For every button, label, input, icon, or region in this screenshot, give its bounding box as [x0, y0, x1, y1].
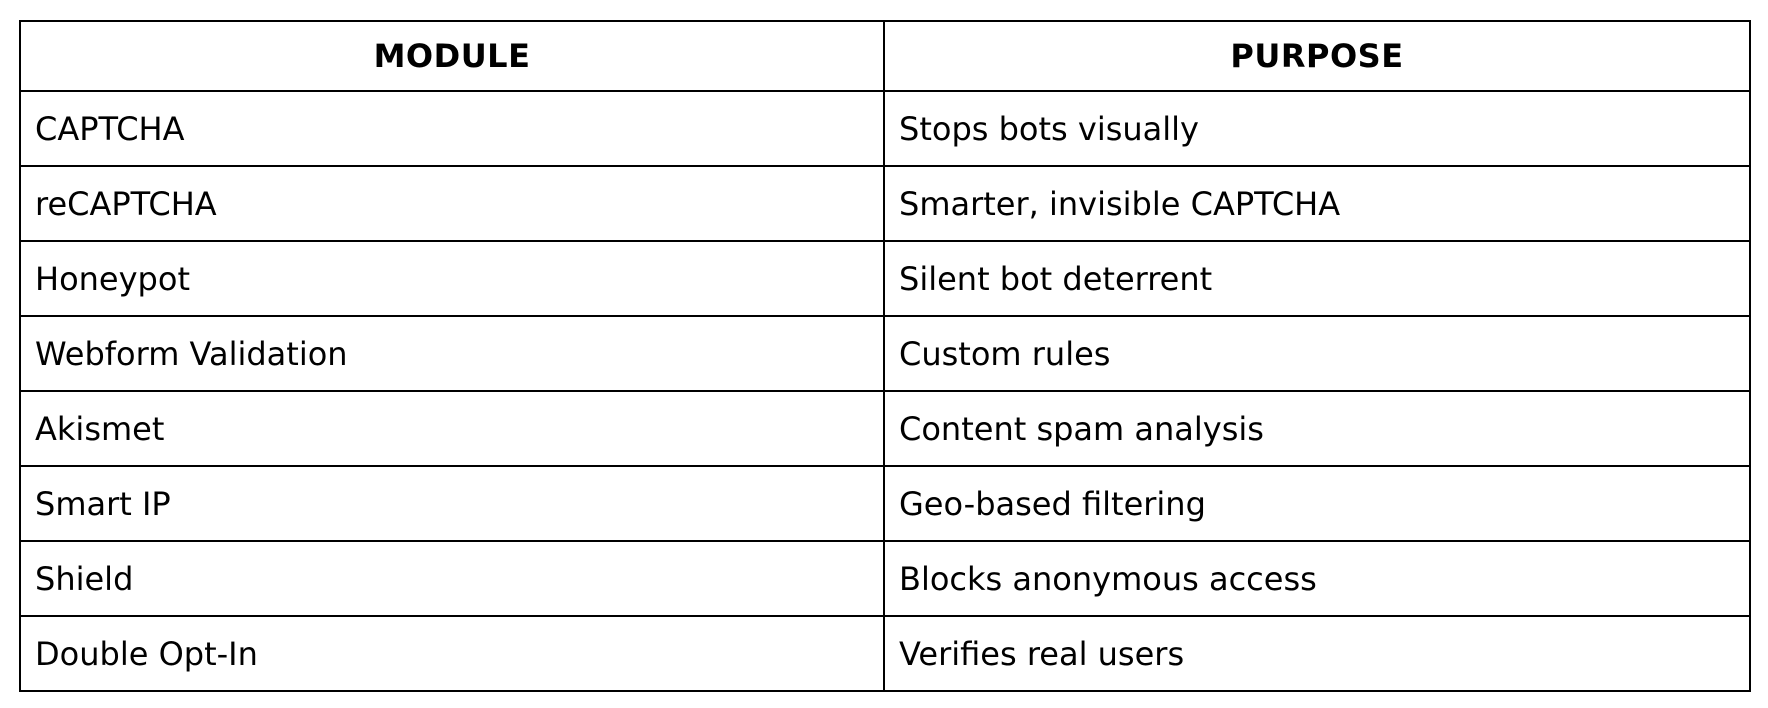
purpose-cell: Geo-based filtering [883, 465, 1751, 542]
module-cell: Webform Validation [19, 315, 885, 392]
purpose-cell: Stops bots visually [883, 90, 1751, 167]
purpose-cell: Content spam analysis [883, 390, 1751, 467]
module-cell: Shield [19, 540, 885, 617]
purpose-cell: Verifies real users [883, 615, 1751, 692]
purpose-cell: Silent bot deterrent [883, 240, 1751, 317]
spam-modules-table-container: MODULE PURPOSE CAPTCHA Stops bots visual… [19, 20, 1751, 692]
table-header: MODULE PURPOSE [19, 20, 1751, 92]
table-row: Honeypot Silent bot deterrent [19, 240, 1751, 317]
table-row: Double Opt-In Verifies real users [19, 615, 1751, 692]
purpose-cell: Custom rules [883, 315, 1751, 392]
spam-modules-table: MODULE PURPOSE CAPTCHA Stops bots visual… [19, 20, 1751, 692]
header-row: MODULE PURPOSE [19, 20, 1751, 92]
table-row: Webform Validation Custom rules [19, 315, 1751, 392]
table-row: Akismet Content spam analysis [19, 390, 1751, 467]
table-row: Shield Blocks anonymous access [19, 540, 1751, 617]
column-header-module: MODULE [19, 20, 885, 92]
module-cell: Akismet [19, 390, 885, 467]
module-cell: Honeypot [19, 240, 885, 317]
purpose-cell: Smarter, invisible CAPTCHA [883, 165, 1751, 242]
column-header-purpose: PURPOSE [883, 20, 1751, 92]
table-row: reCAPTCHA Smarter, invisible CAPTCHA [19, 165, 1751, 242]
table-row: Smart IP Geo-based filtering [19, 465, 1751, 542]
module-cell: CAPTCHA [19, 90, 885, 167]
module-cell: reCAPTCHA [19, 165, 885, 242]
module-cell: Smart IP [19, 465, 885, 542]
table-row: CAPTCHA Stops bots visually [19, 90, 1751, 167]
purpose-cell: Blocks anonymous access [883, 540, 1751, 617]
table-body: CAPTCHA Stops bots visually reCAPTCHA Sm… [19, 90, 1751, 692]
module-cell: Double Opt-In [19, 615, 885, 692]
